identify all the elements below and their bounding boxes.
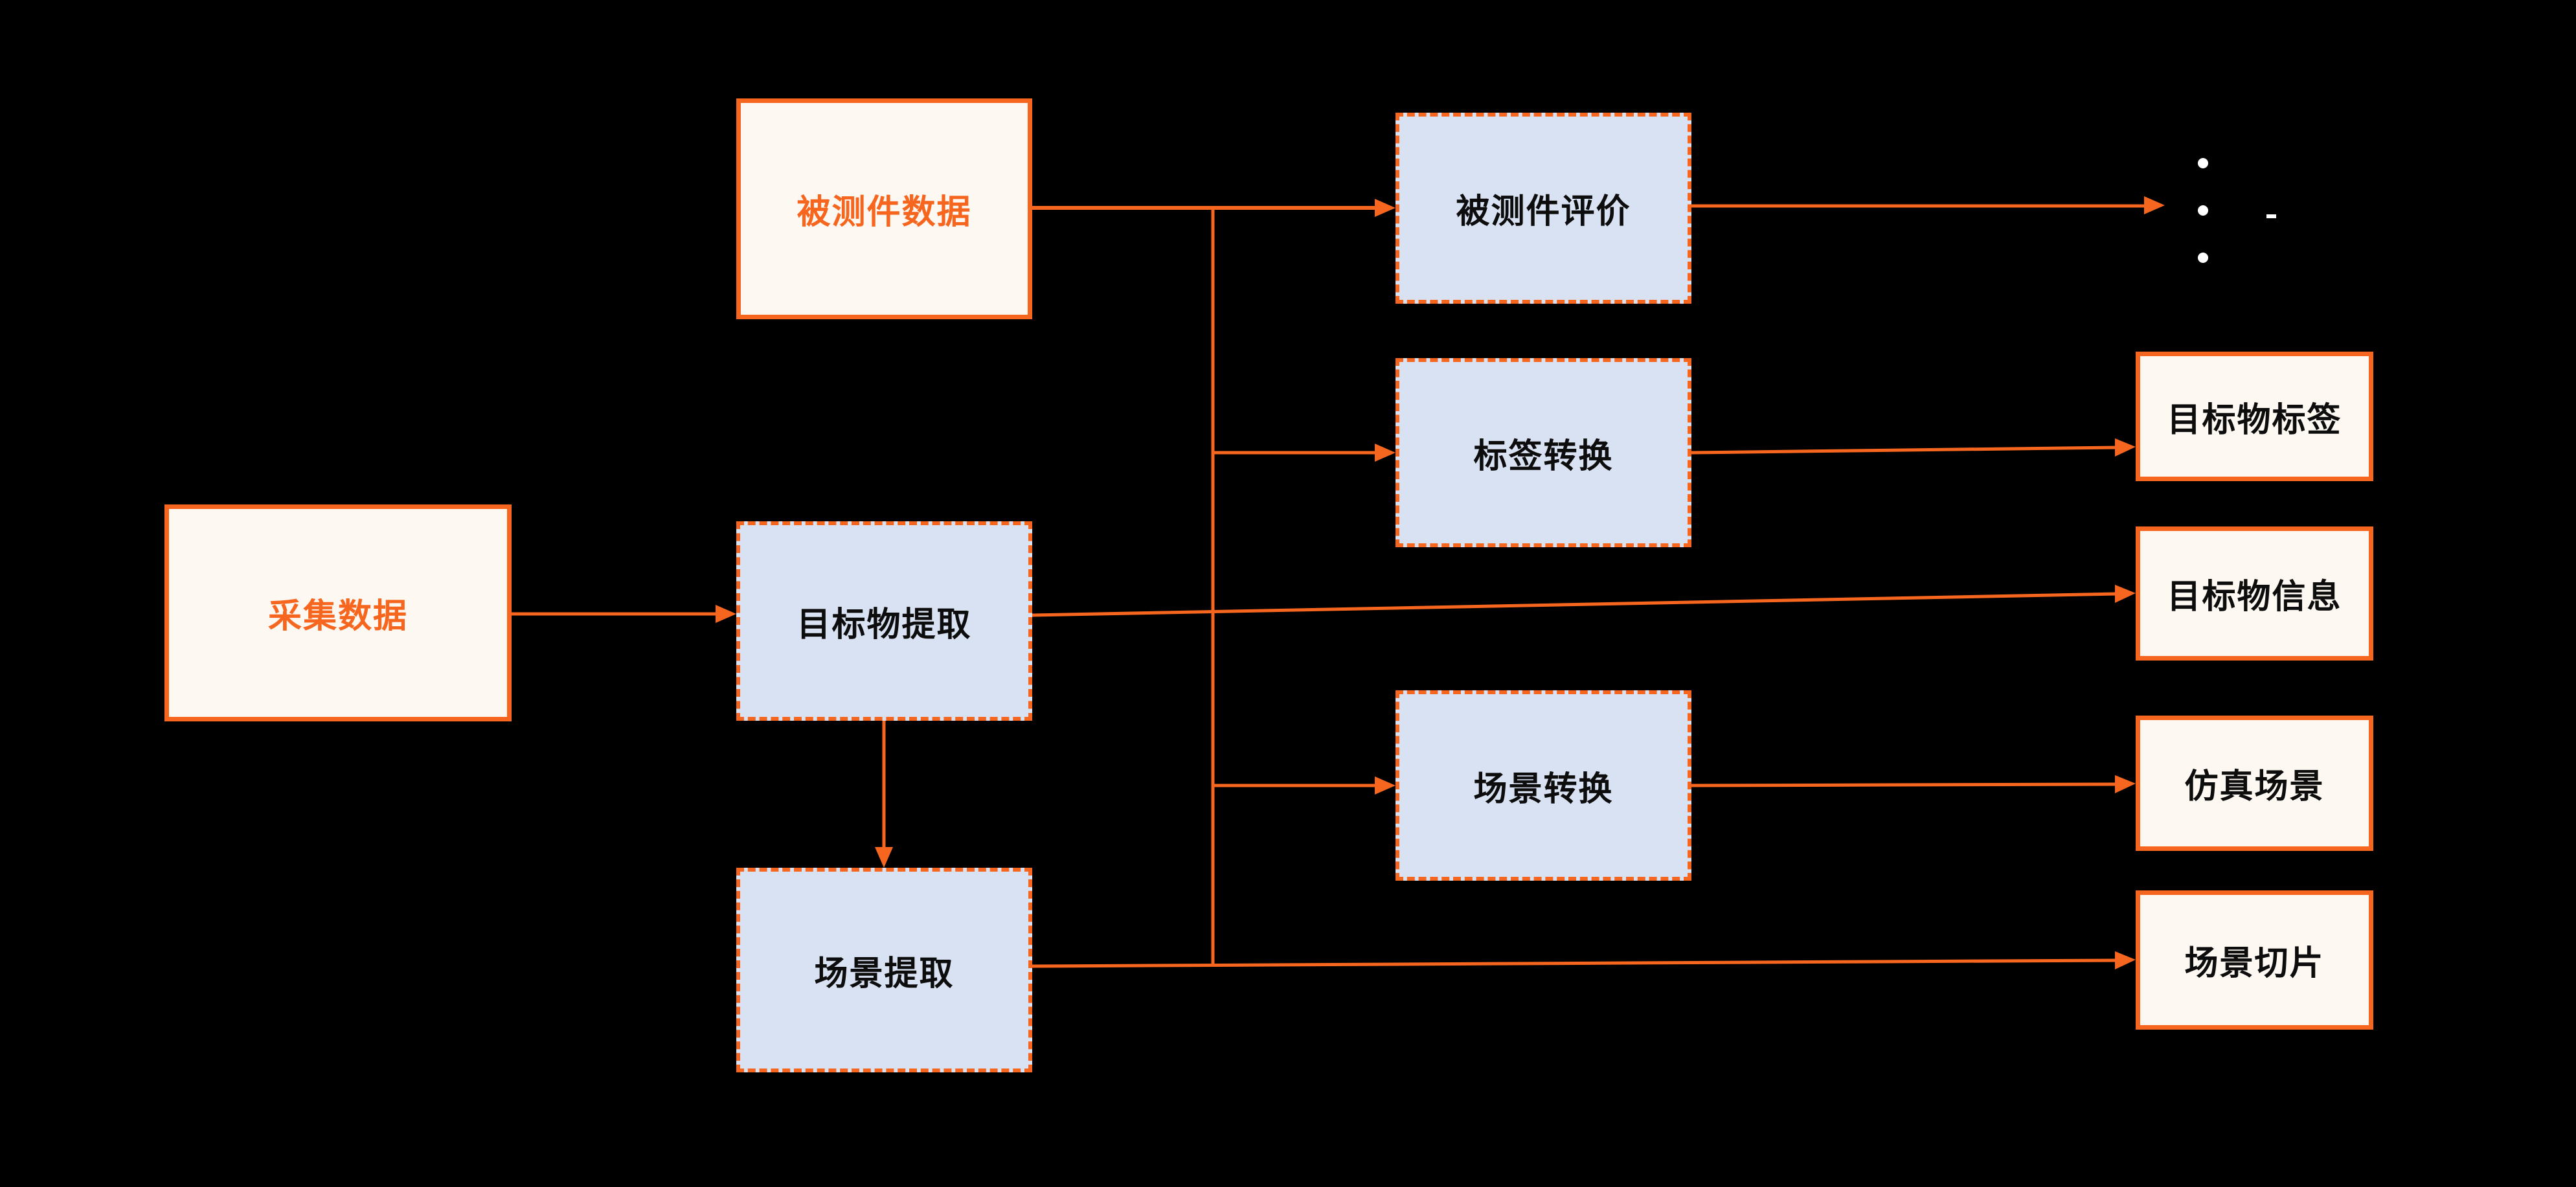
node-target-info-label: 目标物信息: [2167, 578, 2342, 616]
node-scene-slice-label: 场景切片: [2184, 945, 2325, 982]
bullet-dot-2: [2198, 205, 2208, 216]
arrowhead-to-bullet-list: [2144, 196, 2165, 214]
edge-scene-extraction-to-scene-slice: [1032, 958, 2118, 968]
arrowhead-into-scene-conversion: [1375, 776, 1395, 795]
node-target-info: 目标物信息: [2136, 526, 2373, 661]
node-target-label-label: 目标物标签: [2167, 401, 2342, 439]
node-target-extraction: 目标物提取: [736, 521, 1032, 721]
node-dut-evaluation-label: 被测件评价: [1456, 193, 1631, 231]
node-dut-data-label: 被测件数据: [797, 194, 972, 231]
arrowhead-into-scene-slice: [2115, 951, 2136, 969]
node-label-conversion-label: 标签转换: [1473, 437, 1614, 475]
node-label-conversion: 标签转换: [1395, 358, 1691, 547]
arrowhead-into-scene-extraction: [875, 847, 893, 868]
node-simulation-scene-label: 仿真场景: [2184, 768, 2325, 806]
node-collect-data: 采集数据: [164, 504, 512, 721]
node-target-label: 目标物标签: [2136, 352, 2373, 481]
arrowhead-into-target-label: [2115, 438, 2136, 457]
edge-scene-conversion-to-simulation-scene: [1691, 782, 2118, 787]
node-target-extraction-label: 目标物提取: [797, 605, 972, 644]
node-scene-extraction-label: 场景提取: [814, 955, 955, 993]
node-collect-data-label: 采集数据: [267, 598, 408, 635]
node-scene-extraction: 场景提取: [736, 868, 1032, 1072]
arrowhead-into-simulation-scene: [2115, 775, 2136, 793]
bullet-dash: [2266, 214, 2276, 218]
arrowhead-into-dut-evaluation: [1375, 199, 1395, 217]
node-scene-slice: 场景切片: [2136, 890, 2373, 1030]
arrowhead-into-target-extraction: [716, 605, 736, 623]
arrowhead-into-target-info: [2115, 585, 2136, 603]
node-dut-data: 被测件数据: [736, 98, 1032, 319]
node-scene-conversion: 场景转换: [1395, 690, 1691, 881]
edge-target-extraction-to-target-info: [1032, 592, 2118, 617]
arrowhead-into-label-conversion: [1375, 444, 1395, 462]
bullet-dot-3: [2198, 253, 2208, 263]
edge-label-conversion-to-target-label: [1691, 446, 2118, 455]
node-scene-conversion-label: 场景转换: [1473, 770, 1614, 808]
node-simulation-scene: 仿真场景: [2136, 716, 2373, 851]
node-dut-evaluation: 被测件评价: [1395, 113, 1691, 304]
bullet-dot-1: [2198, 158, 2208, 168]
